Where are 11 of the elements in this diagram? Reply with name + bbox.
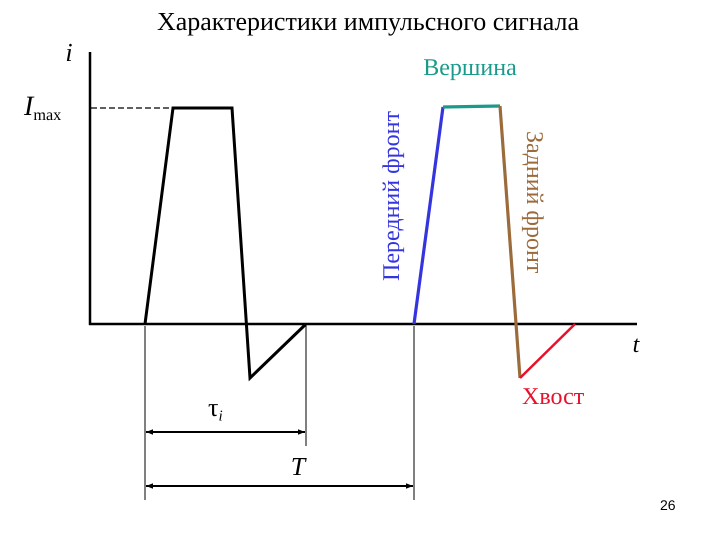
dimension-label: τ$_{i}$ <box>208 394 223 423</box>
axis-label: t <box>632 332 640 358</box>
segment-label: Вершина <box>423 55 517 82</box>
dimension-label: T <box>290 453 306 482</box>
page-number: 26 <box>660 498 676 514</box>
segment-label: Передний фронт <box>380 111 406 281</box>
segment-label: Хвост <box>522 384 584 410</box>
level-label: I$_{max}$ <box>24 92 62 123</box>
title: Характеристики импульсного сигнала <box>156 8 580 37</box>
segment-label: Задний фронт <box>521 131 546 274</box>
axis-label: i <box>65 39 73 68</box>
